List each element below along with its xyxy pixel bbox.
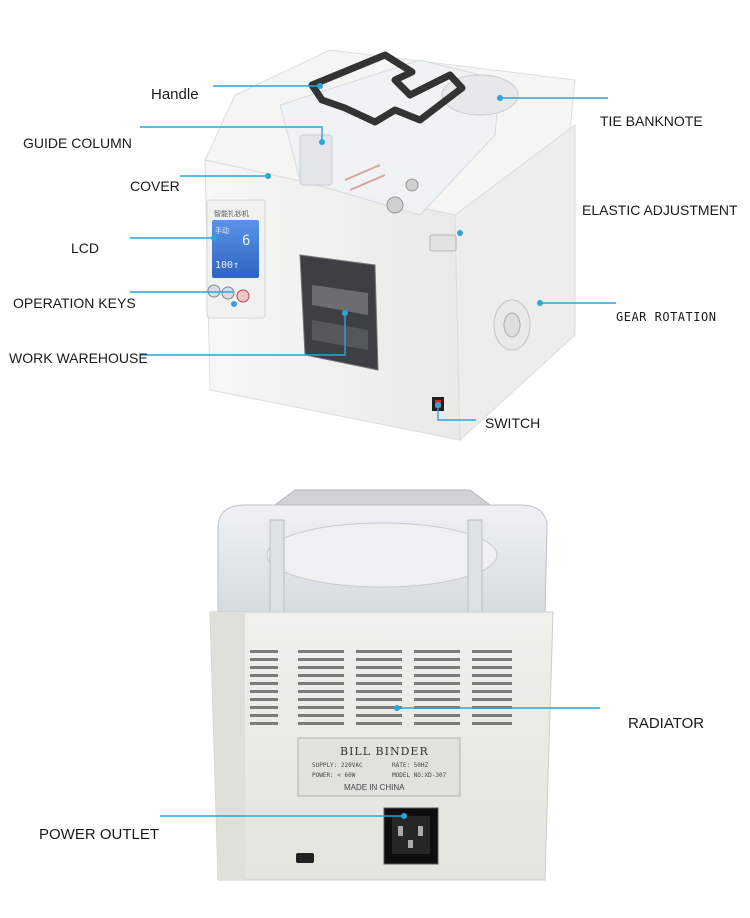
vent-slot [472,722,512,725]
vent-slot [356,714,402,717]
vent-slot [298,674,344,677]
key-middle[interactable] [221,286,235,300]
vent-slot [472,650,512,653]
label-power-outlet: POWER OUTLET [39,826,160,843]
vent-slot [414,722,460,725]
label-work-warehouse: WORK WAREHOUSE [9,350,148,366]
front-machine [204,49,576,442]
label-tie-banknote: TIE BANKNOTE [600,113,703,129]
handle-part [308,51,466,126]
guide-column-part [299,134,333,186]
label-guide-column: GUIDE COLUMN [23,135,132,151]
rating-plate: BILL BINDER SUPPLY: 220VAC RATE: 50HZ PO… [297,737,461,797]
vent-slot [250,706,278,709]
vent-slot [472,714,512,717]
label-operation-keys: OPERATION KEYS [13,295,136,311]
vent-slot [472,690,512,693]
vent-slot [356,666,402,669]
plate-title: BILL BINDER [340,745,429,758]
label-radiator: RADIATOR [628,715,705,732]
vent-slot [472,682,512,685]
vent-slot [298,666,344,669]
vent-slot [250,698,278,701]
vent-slot [298,722,344,725]
usb-port [296,853,314,863]
lcd-digit: 6 [242,233,250,249]
vent-slot [250,690,278,693]
vent-slot [472,658,512,661]
power-outlet-socket [383,807,439,865]
lcd-count: 100↑ [215,260,239,271]
plate-model: MODEL NO:XD-307 [392,772,447,779]
vent-slot [298,698,344,701]
vent-slot [472,698,512,701]
vent-slot [356,658,402,661]
vent-slot [414,714,460,717]
label-handle: Handle [151,86,199,103]
key-left[interactable] [207,284,221,298]
vent-slot [414,698,460,701]
vent-slot [414,658,460,661]
vent-slot [414,666,460,669]
vent-slot [250,658,278,661]
vent-slot [356,650,402,653]
label-cover: COVER [130,178,180,194]
vent-slot [472,666,512,669]
label-gear-rotation: GEAR ROTATION [616,310,717,324]
vent-slot [356,682,402,685]
lcd-screen [212,220,259,278]
vent-slot [356,722,402,725]
vent-slot [356,690,402,693]
plate-supply: SUPPLY: 220VAC [312,762,363,769]
vent-slot [414,690,460,693]
plate-rate: RATE: 50HZ [392,762,429,769]
vent-slot [298,690,344,693]
vent-slot [250,682,278,685]
vent-slot [414,674,460,677]
vent-slot [356,698,402,701]
vent-slot [250,666,278,669]
lcd-mode: 手动 [215,226,229,235]
vent-slot [472,674,512,677]
vent-slot [414,682,460,685]
vent-slot [414,650,460,653]
label-elastic-adjustment: ELASTIC ADJUSTMENT [582,202,738,218]
plate-origin: MADE IN CHINA [344,783,405,792]
vent-slot [356,674,402,677]
vent-slot [356,706,402,709]
vent-slot [250,714,278,717]
vent-slot [250,674,278,677]
plate-power: POWER: < 60W [312,772,356,779]
vent-slot [298,714,344,717]
vent-slot [298,706,344,709]
key-right[interactable] [236,289,250,303]
callout-lines [130,85,616,817]
label-lcd: LCD [71,240,100,256]
vent-slot [298,682,344,685]
callout-dots [211,83,543,819]
panel-title: 智能扎钞机 [214,209,249,218]
elastic-knob [429,234,457,252]
vent-slot [250,650,278,653]
vent-slot [298,650,344,653]
vent-slot [250,722,278,725]
label-switch: SWITCH [485,415,541,431]
vent-slot [298,658,344,661]
